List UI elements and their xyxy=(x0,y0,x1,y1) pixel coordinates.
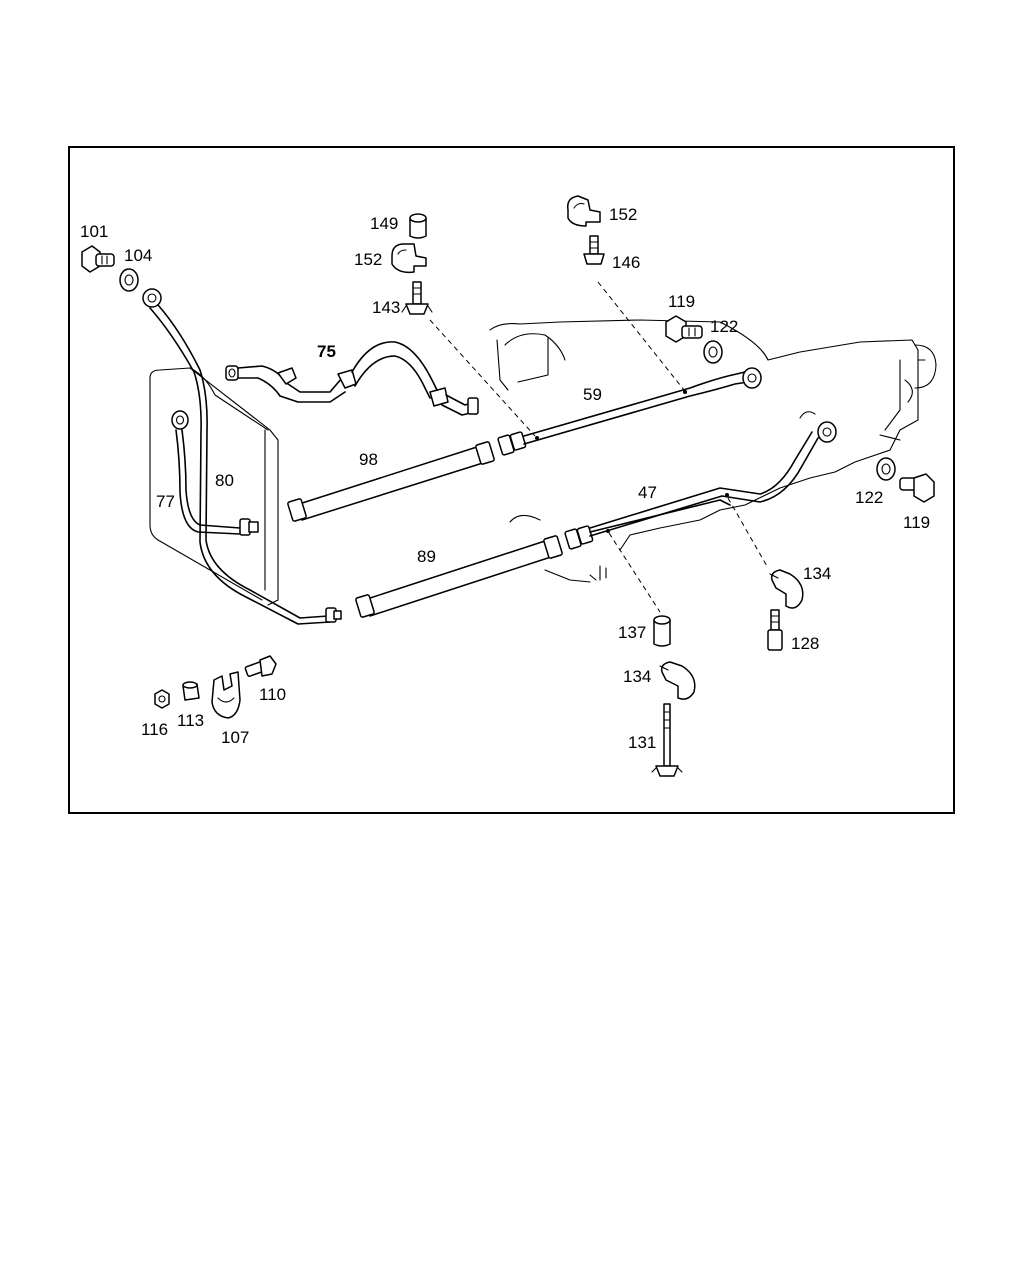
transmission-housing xyxy=(489,319,937,583)
banjo-bolt-119-upper xyxy=(665,315,703,343)
callout-131: 131 xyxy=(628,733,656,752)
callout-137: 137 xyxy=(618,623,646,642)
hose-98 xyxy=(287,441,495,522)
callout-119-lower: 119 xyxy=(903,513,930,532)
pipe-59 xyxy=(497,367,762,456)
callout-116: 116 xyxy=(141,720,168,739)
callout-labels: 101 104 75 149 152 143 152 146 119 122 5… xyxy=(80,205,930,752)
clamp-107 xyxy=(211,671,241,719)
clamp-152-left xyxy=(391,243,427,274)
callout-110: 110 xyxy=(259,685,286,704)
callout-104: 104 xyxy=(124,246,152,265)
callout-152-right: 152 xyxy=(609,205,637,224)
callout-152-left: 152 xyxy=(354,250,382,269)
callout-47: 47 xyxy=(638,483,657,502)
clamp-134-lower xyxy=(659,661,696,700)
callout-77: 77 xyxy=(156,492,175,511)
pipe-77 xyxy=(171,410,259,536)
callout-59: 59 xyxy=(583,385,602,404)
callout-107: 107 xyxy=(221,728,249,747)
pipe-47 xyxy=(564,411,837,550)
callout-75: 75 xyxy=(317,342,336,361)
callout-119-upper: 119 xyxy=(668,292,695,311)
sleeve-113 xyxy=(182,681,200,701)
callout-122-lower: 122 xyxy=(855,488,883,507)
hose-75 xyxy=(225,341,479,416)
callout-101: 101 xyxy=(80,222,108,241)
callout-122-upper: 122 xyxy=(710,317,738,336)
nut-116 xyxy=(154,689,170,709)
sleeve-149 xyxy=(409,213,427,239)
screw-146 xyxy=(583,235,605,265)
clamp-152-right xyxy=(566,195,601,227)
callout-143: 143 xyxy=(372,298,400,317)
oil-cooler-box xyxy=(149,367,279,606)
washer-122-upper xyxy=(703,340,723,364)
spacer-sleeve-137 xyxy=(653,615,671,647)
dashed-leaders xyxy=(429,281,769,613)
clamp-134-upper xyxy=(769,569,804,609)
callout-134-upper: 134 xyxy=(803,564,831,583)
screw-143 xyxy=(401,281,433,315)
hose-89 xyxy=(355,535,563,618)
callout-134-lower: 134 xyxy=(623,667,651,686)
washer-104 xyxy=(119,268,139,292)
bolt-110 xyxy=(244,655,277,677)
callout-146: 146 xyxy=(612,253,640,272)
callout-89: 89 xyxy=(417,547,436,566)
banjo-bolt-119-lower xyxy=(899,473,935,503)
banjo-bolt-101 xyxy=(81,245,115,273)
screw-128 xyxy=(767,609,783,651)
callout-149: 149 xyxy=(370,214,398,233)
bolt-131 xyxy=(651,703,683,777)
washer-122-lower xyxy=(876,457,896,481)
callout-80: 80 xyxy=(215,471,234,490)
callout-128: 128 xyxy=(791,634,819,653)
pipe-80 xyxy=(142,288,342,625)
callout-98: 98 xyxy=(359,450,378,469)
callout-113: 113 xyxy=(177,711,204,730)
